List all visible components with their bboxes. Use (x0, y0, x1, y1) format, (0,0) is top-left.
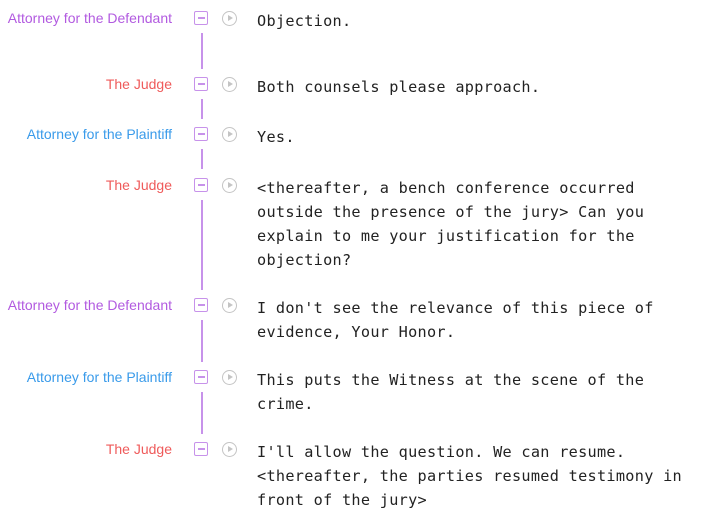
play-icon[interactable] (222, 127, 237, 142)
speaker-name: Attorney for the Defendant (7, 10, 172, 26)
play-icon[interactable] (222, 298, 237, 313)
speaker-name: The Judge (105, 177, 172, 193)
thread-line (201, 33, 203, 69)
play-icon[interactable] (222, 11, 237, 26)
speaker-name: Attorney for the Defendant (7, 297, 172, 313)
play-icon[interactable] (222, 370, 237, 385)
thread-line (201, 99, 203, 119)
speaker-name: Attorney for the Plaintiff (26, 369, 172, 385)
thread-line (201, 200, 203, 290)
thread-line (201, 320, 203, 362)
speaker-name: The Judge (105, 76, 172, 92)
collapse-toggle-icon[interactable] (194, 11, 208, 25)
thread-line (201, 149, 203, 169)
utterance-text: I don't see the relevance of this piece … (257, 299, 654, 341)
play-icon[interactable] (222, 442, 237, 457)
collapse-toggle-icon[interactable] (194, 298, 208, 312)
utterance-text: This puts the Witness at the scene of th… (257, 371, 645, 413)
collapse-toggle-icon[interactable] (194, 370, 208, 384)
thread-line (201, 392, 203, 434)
speaker-name: The Judge (105, 441, 172, 457)
collapse-toggle-icon[interactable] (194, 178, 208, 192)
play-icon[interactable] (222, 77, 237, 92)
collapse-toggle-icon[interactable] (194, 77, 208, 91)
utterance-text: Objection. (257, 12, 352, 30)
speaker-name: Attorney for the Plaintiff (26, 126, 172, 142)
utterance-text: I'll allow the question. We can resume. … (257, 443, 682, 509)
collapse-toggle-icon[interactable] (194, 127, 208, 141)
collapse-toggle-icon[interactable] (194, 442, 208, 456)
play-icon[interactable] (222, 178, 237, 193)
utterance-text: Yes. (257, 128, 295, 146)
utterance-text: Both counsels please approach. (257, 78, 541, 96)
utterance-text: <thereafter, a bench conference occurred… (257, 179, 645, 269)
